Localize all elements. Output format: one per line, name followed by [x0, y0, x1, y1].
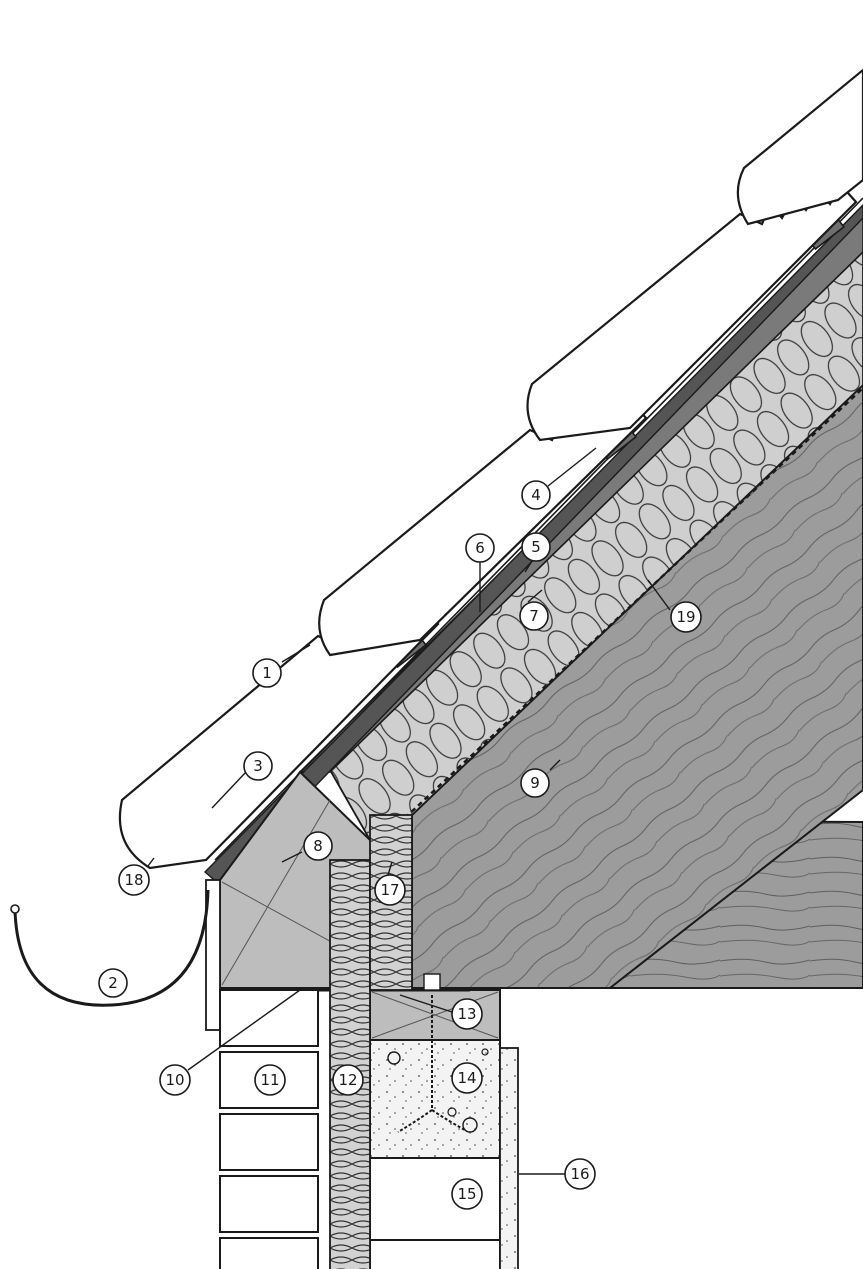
- callout-18-text: 18: [124, 871, 143, 889]
- inner-leaf-block-bottom: [369, 1239, 501, 1269]
- callout-11: 11: [254, 1064, 286, 1096]
- callout-18: 18: [118, 864, 150, 896]
- anchor-bolt-head: [423, 973, 441, 991]
- outer-leaf-brick-1: [219, 989, 319, 1047]
- callout-6-text: 6: [475, 539, 485, 557]
- callout-10-text: 10: [165, 1071, 184, 1089]
- callout-9-text: 9: [530, 774, 540, 792]
- aggregate-1: [387, 1051, 401, 1065]
- callout-13: 13: [451, 998, 483, 1030]
- callout-19-text: 19: [676, 608, 695, 626]
- callout-5-text: 5: [531, 538, 541, 556]
- callout-1-text: 1: [262, 664, 272, 682]
- leader-4: [547, 447, 597, 487]
- leader-1: [281, 644, 311, 663]
- callout-7: 7: [519, 601, 549, 631]
- callout-14: 14: [451, 1062, 483, 1094]
- callout-4: 4: [521, 480, 551, 510]
- callout-6: 6: [465, 533, 495, 563]
- callout-3-text: 3: [253, 757, 263, 775]
- callout-4-text: 4: [531, 486, 541, 504]
- callout-14-text: 14: [457, 1069, 476, 1087]
- outer-leaf-brick-5: [219, 1237, 319, 1269]
- leader-8: [281, 851, 303, 863]
- inner-leaf-block-upper: [369, 1039, 501, 1159]
- callout-16: 16: [564, 1158, 596, 1190]
- callout-13-text: 13: [457, 1005, 476, 1023]
- breather-membrane-line: [214, 197, 863, 861]
- leader-3: [211, 771, 247, 809]
- aggregate-3: [447, 1107, 457, 1117]
- aggregate-4: [481, 1048, 489, 1056]
- leader-9: [549, 759, 561, 771]
- callout-2: 2: [98, 968, 128, 998]
- callout-9: 9: [520, 768, 550, 798]
- blocking-cross-2: [221, 799, 331, 986]
- callout-5: 5: [521, 532, 551, 562]
- aggregate-2: [462, 1117, 478, 1133]
- callout-1: 1: [252, 658, 282, 688]
- leader-19: [647, 579, 671, 611]
- plaster-finish: [499, 1047, 519, 1269]
- callout-19: 19: [670, 601, 702, 633]
- callout-11-text: 11: [260, 1071, 279, 1089]
- callout-17-text: 17: [380, 881, 399, 899]
- callout-12-text: 12: [338, 1071, 357, 1089]
- callout-3: 3: [243, 751, 273, 781]
- roof-tile-4: [736, 68, 863, 226]
- vapour-control-layer: [404, 387, 863, 819]
- callout-2-text: 2: [108, 974, 118, 992]
- restraint-strap-anchor: [397, 995, 466, 1133]
- callout-17: 17: [374, 874, 406, 906]
- fascia-board: [205, 879, 221, 1031]
- gutter-bead: [10, 904, 20, 914]
- callout-12: 12: [332, 1064, 364, 1096]
- callout-8-text: 8: [313, 837, 323, 855]
- leader-13: [399, 994, 453, 1013]
- callout-10: 10: [159, 1064, 191, 1096]
- callout-15-text: 15: [457, 1185, 476, 1203]
- outer-leaf-brick-4: [219, 1175, 319, 1233]
- callout-7-text: 7: [529, 607, 539, 625]
- callout-8: 8: [303, 831, 333, 861]
- callout-15: 15: [451, 1178, 483, 1210]
- wall-plate-cross-2: [371, 991, 499, 1039]
- leader-17: [387, 861, 393, 876]
- callout-16-text: 16: [570, 1165, 589, 1183]
- gutter: [13, 889, 210, 1007]
- leader-7: [527, 589, 543, 603]
- leader-18: [147, 857, 155, 867]
- leader-10: [187, 989, 301, 1071]
- outer-leaf-brick-3: [219, 1113, 319, 1171]
